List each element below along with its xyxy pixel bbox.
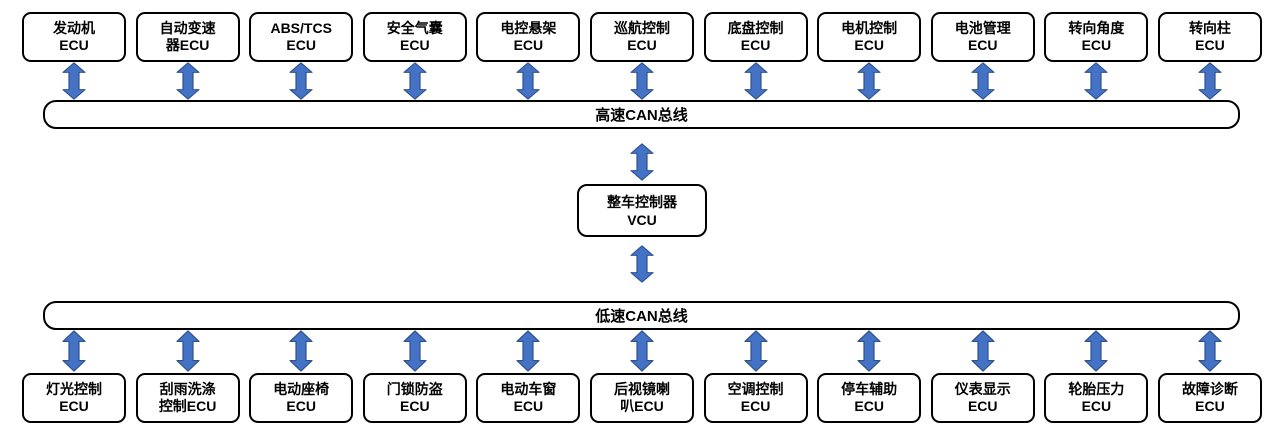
ecu-label: 仪表显示 ECU (954, 381, 1011, 414)
low-speed-can-bus-label: 低速CAN总线 (595, 308, 688, 325)
double-arrow-icon (1198, 62, 1222, 100)
double-arrow-icon (516, 62, 540, 100)
double-arrow-icon (857, 62, 881, 100)
ecu-box: 停车辅助 ECU (817, 373, 922, 423)
double-arrow-icon (403, 330, 427, 372)
ecu-column: 自动变速 器ECU (135, 12, 240, 100)
vcu-label: 整车控制器 VCU (607, 193, 677, 228)
ecu-box: 发动机 ECU (22, 12, 126, 62)
double-arrow-icon (743, 330, 768, 372)
double-arrow-icon (857, 330, 881, 372)
ecu-column: 停车辅助 ECU (817, 330, 922, 423)
ecu-label: 停车辅助 ECU (841, 381, 898, 414)
double-arrow-icon (175, 62, 200, 100)
ecu-label: 电控悬架 ECU (500, 20, 557, 53)
high-speed-ecu-row: 发动机 ECU 自动变速 器ECU ABS/TCS ECU 安全气囊 ECU 电 (22, 12, 1262, 100)
double-arrow-icon (743, 62, 768, 100)
ecu-box: 自动变速 器ECU (135, 12, 240, 62)
ecu-box: 电机控制 ECU (817, 12, 922, 62)
double-arrow-icon (630, 330, 654, 372)
ecu-label: 后视镜喇 叭ECU (613, 381, 670, 414)
ecu-column: 电动座椅 ECU (249, 330, 354, 423)
ecu-box: 转向角度 ECU (1044, 12, 1149, 62)
ecu-column: 电动车窗 ECU (476, 330, 581, 423)
ecu-column: 电池管理 ECU (930, 12, 1035, 100)
vcu-box: 整车控制器 VCU (577, 184, 707, 237)
ecu-label: 轮胎压力 ECU (1068, 381, 1125, 414)
ecu-label: 电池管理 ECU (954, 20, 1011, 53)
ecu-label: 灯光控制 ECU (46, 381, 102, 414)
double-arrow-icon (1084, 330, 1108, 372)
ecu-column: ABS/TCS ECU (249, 12, 354, 100)
ecu-label: 故障诊断 ECU (1181, 381, 1238, 414)
double-arrow-icon (289, 330, 313, 372)
ecu-box: 空调控制 ECU (703, 373, 808, 423)
double-arrow-icon (62, 62, 86, 100)
ecu-column: 转向柱 ECU (1157, 12, 1262, 100)
ecu-column: 发动机 ECU (22, 12, 126, 100)
ecu-label: 底盘控制 ECU (727, 20, 784, 53)
ecu-column: 电控悬架 ECU (476, 12, 581, 100)
ecu-column: 巡航控制 ECU (589, 12, 694, 100)
ecu-column: 轮胎压力 ECU (1044, 330, 1149, 423)
ecu-column: 电机控制 ECU (817, 12, 922, 100)
double-arrow-icon (971, 330, 995, 372)
ecu-column: 安全气囊 ECU (362, 12, 467, 100)
ecu-label: 空调控制 ECU (727, 381, 784, 414)
double-arrow-icon (630, 143, 654, 181)
low-speed-can-bus-bar: 低速CAN总线 (43, 301, 1240, 330)
ecu-label: 门锁防盗 ECU (386, 381, 443, 414)
ecu-column: 底盘控制 ECU (703, 12, 808, 100)
ecu-box: 轮胎压力 ECU (1044, 373, 1149, 423)
double-arrow-icon (516, 330, 540, 372)
ecu-label: ABS/TCS ECU (270, 20, 332, 53)
double-arrow-icon (403, 62, 427, 100)
ecu-box: 故障诊断 ECU (1157, 373, 1262, 423)
ecu-label: 安全气囊 ECU (386, 20, 443, 53)
double-arrow-icon (630, 245, 654, 283)
low-speed-ecu-row: 灯光控制 ECU 刮雨洗涤 控制ECU 电动座椅 ECU 门锁防盗 ECU 电动 (22, 330, 1262, 423)
ecu-box: ABS/TCS ECU (249, 12, 354, 62)
double-arrow-icon (971, 62, 995, 100)
double-arrow-icon (175, 330, 200, 372)
double-arrow-icon (1198, 330, 1222, 372)
ecu-box: 电池管理 ECU (930, 12, 1035, 62)
ecu-box: 电动座椅 ECU (249, 373, 354, 423)
double-arrow-icon (289, 62, 313, 100)
high-speed-can-bus-label: 高速CAN总线 (595, 107, 688, 124)
ecu-column: 后视镜喇 叭ECU (589, 330, 694, 423)
high-speed-can-bus-bar: 高速CAN总线 (43, 100, 1240, 129)
ecu-label: 转向角度 ECU (1068, 20, 1125, 53)
ecu-column: 刮雨洗涤 控制ECU (135, 330, 240, 423)
ecu-label: 电动座椅 ECU (273, 381, 330, 414)
ecu-box: 后视镜喇 叭ECU (589, 373, 694, 423)
ecu-box: 刮雨洗涤 控制ECU (135, 373, 240, 423)
ecu-label: 电动车窗 ECU (500, 381, 557, 414)
ecu-column: 转向角度 ECU (1044, 12, 1149, 100)
ecu-box: 电动车窗 ECU (476, 373, 581, 423)
ecu-box: 底盘控制 ECU (703, 12, 808, 62)
ecu-column: 故障诊断 ECU (1157, 330, 1262, 423)
ecu-box: 安全气囊 ECU (362, 12, 467, 62)
ecu-box: 仪表显示 ECU (930, 373, 1035, 423)
ecu-label: 电机控制 ECU (841, 20, 898, 53)
ecu-label: 发动机 ECU (53, 20, 95, 53)
ecu-label: 巡航控制 ECU (613, 20, 670, 53)
vcu-column: 整车控制器 VCU (577, 143, 707, 283)
ecu-label: 转向柱 ECU (1188, 20, 1231, 53)
ecu-box: 转向柱 ECU (1157, 12, 1262, 62)
double-arrow-icon (630, 62, 654, 100)
ecu-box: 电控悬架 ECU (476, 12, 581, 62)
double-arrow-icon (62, 330, 86, 372)
ecu-box: 灯光控制 ECU (22, 373, 126, 423)
ecu-column: 空调控制 ECU (703, 330, 808, 423)
ecu-box: 门锁防盗 ECU (362, 373, 467, 423)
ecu-column: 门锁防盗 ECU (362, 330, 467, 423)
ecu-label: 自动变速 器ECU (159, 20, 216, 53)
ecu-label: 刮雨洗涤 控制ECU (158, 381, 217, 414)
ecu-column: 仪表显示 ECU (930, 330, 1035, 423)
ecu-column: 灯光控制 ECU (22, 330, 126, 423)
double-arrow-icon (1084, 62, 1108, 100)
ecu-box: 巡航控制 ECU (589, 12, 694, 62)
